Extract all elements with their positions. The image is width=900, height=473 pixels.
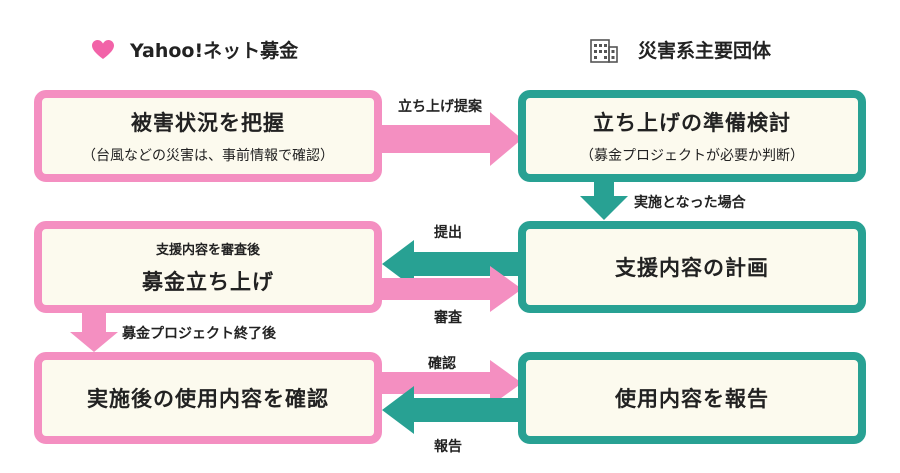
box-report-usage: 使用内容を報告 — [518, 352, 866, 444]
box-support-plan: 支援内容の計画 — [518, 221, 866, 313]
label-proposal: 立ち上げ提案 — [398, 99, 482, 115]
label-confirm: 確認 — [428, 356, 456, 372]
header-left: Yahoo!ネット募金 — [92, 36, 298, 63]
box-assess-damage-sub: （台風などの災害は、事前情報で確認） — [82, 148, 334, 164]
header-left-text: Yahoo!ネット募金 — [130, 40, 299, 62]
arrow-submit — [382, 240, 522, 288]
arrow-confirm — [378, 360, 522, 406]
box-report-usage-title: 使用内容を報告 — [615, 387, 769, 411]
arrow-report — [382, 386, 522, 434]
label-project-end: 募金プロジェクト終了後 — [122, 326, 276, 342]
box-launch-fundraising-title: 募金立ち上げ — [142, 269, 274, 294]
label-review: 審査 — [434, 310, 462, 326]
box-assess-damage: 被害状況を把握 （台風などの災害は、事前情報で確認） — [34, 90, 382, 182]
building-icon — [590, 38, 618, 63]
header-right: 災害系主要団体 — [590, 36, 771, 63]
header-right-text: 災害系主要団体 — [638, 40, 772, 62]
heart-icon — [92, 39, 114, 59]
label-report: 報告 — [434, 439, 462, 455]
box-prepare-launch: 立ち上げの準備検討 （募金プロジェクトが必要か判断） — [518, 90, 866, 182]
box-assess-damage-title: 被害状況を把握 — [131, 111, 285, 135]
box-confirm-usage-title: 実施後の使用内容を確認 — [87, 387, 329, 411]
arrow-proposal — [378, 112, 522, 166]
box-launch-fundraising-pre: 支援内容を審査後 — [155, 242, 260, 258]
label-submit: 提出 — [434, 225, 462, 241]
box-prepare-launch-sub: （募金プロジェクトが必要か判断） — [580, 148, 804, 164]
box-launch-fundraising: 支援内容を審査後 募金立ち上げ — [34, 221, 382, 313]
box-confirm-usage: 実施後の使用内容を確認 — [34, 352, 382, 444]
box-support-plan-title: 支援内容の計画 — [615, 256, 769, 280]
label-decided: 実施となった場合 — [634, 195, 746, 211]
arrow-review — [378, 266, 522, 312]
box-prepare-launch-title: 立ち上げの準備検討 — [593, 111, 791, 135]
arrow-decided — [580, 181, 628, 220]
arrow-project-end — [70, 313, 118, 352]
